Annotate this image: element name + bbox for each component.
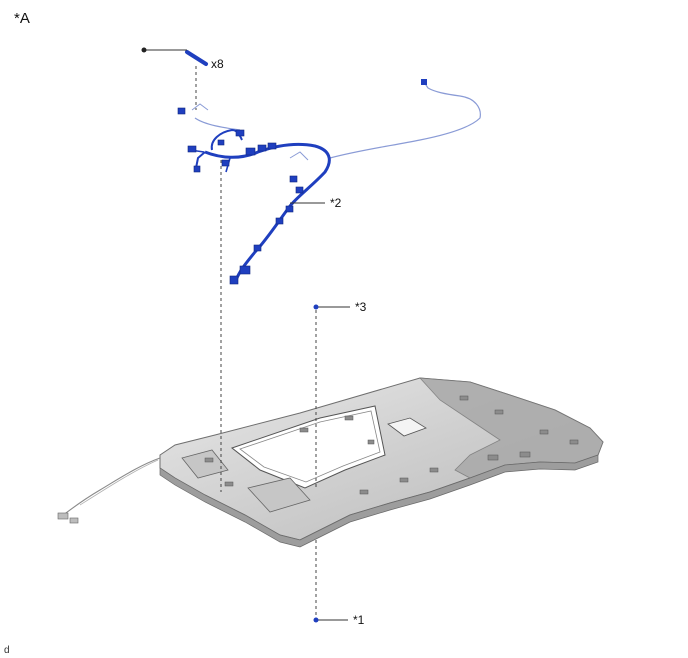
roof-wire-harness: [177, 79, 481, 285]
roof-headliner: [57, 377, 604, 548]
callout-2-label: *2: [330, 196, 342, 210]
front-trailing-wire: [61, 457, 161, 517]
leader-lines: [145, 49, 350, 621]
callout-dots: [141, 47, 319, 623]
harness-front-branch: [194, 117, 241, 131]
callout-3-dot: [313, 304, 319, 310]
sunroof-opening: [230, 405, 386, 489]
harness-clamp: [185, 50, 208, 66]
harness-rear-branch: [329, 81, 481, 159]
sunroof-frame-inner: [239, 410, 381, 483]
callout-1-label: *1: [353, 613, 365, 627]
trailing-wire-connector: [57, 512, 69, 520]
view-label: *A: [14, 10, 30, 27]
rear-opening: [387, 417, 427, 437]
corner-code: d: [4, 645, 10, 656]
front-console-left: [181, 449, 229, 479]
headliner-front-edge: [159, 454, 599, 548]
harness-connectors: [177, 107, 304, 285]
front-console-right: [247, 477, 311, 513]
harness-main-trunk: [204, 142, 331, 281]
clamp-quantity-label: x8: [211, 57, 224, 71]
callout-3-label: *3: [355, 300, 367, 314]
callout-1-dot: [313, 617, 319, 623]
headliner-clips: [204, 395, 579, 495]
assembly-dashed-lines: [195, 66, 317, 618]
clamp-callout-dot: [141, 47, 147, 53]
